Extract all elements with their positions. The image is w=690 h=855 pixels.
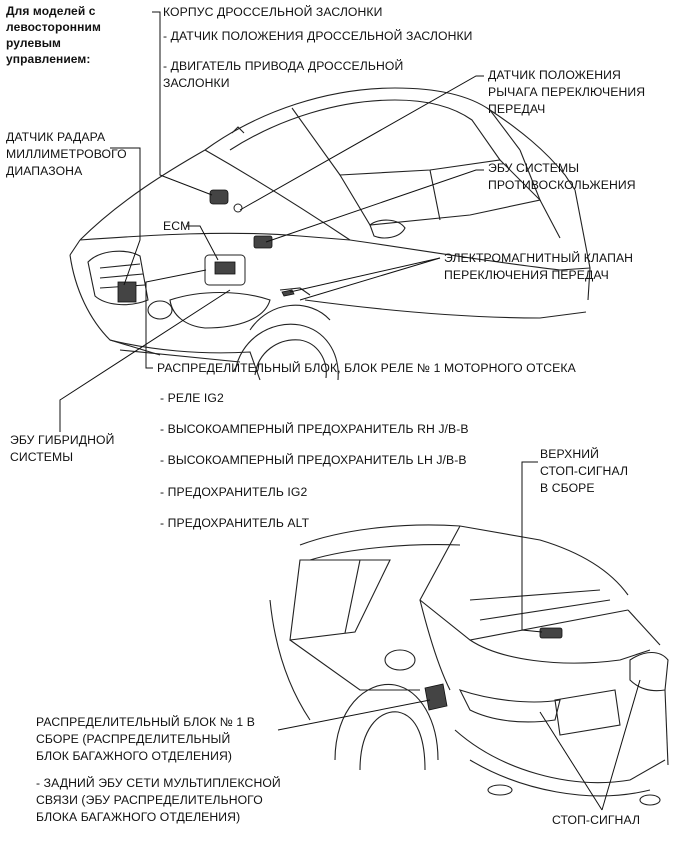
label-millimeter-wave-radar-sensor: ДАТЧИК РАДАРА МИЛЛИМЕТРОВОГО ДИАПАЗОНА [6, 130, 127, 178]
label-lh-jb-fuse: - ВЫСОКОАМПЕРНЫЙ ПРЕДОХРАНИТЕЛЬ LH J/B-B [160, 453, 467, 467]
label-skid-control-ecu: ЭБУ СИСТЕМЫ ПРОТИВОСКОЛЬЖЕНИЯ [488, 161, 636, 192]
label-alt-fuse: - ПРЕДОХРАНИТЕЛЬ ALT [160, 516, 310, 530]
label-shift-lever-position-sensor: ДАТЧИК ПОЛОЖЕНИЯ РЫЧАГА ПЕРЕКЛЮЧЕНИЯ ПЕР… [488, 68, 646, 116]
label-high-mounted-stop-lamp: ВЕРХНИЙ СТОП-СИГНАЛ В СБОРЕ [540, 447, 629, 495]
label-throttle-position-sensor: - ДАТЧИК ПОЛОЖЕНИЯ ДРОССЕЛЬНОЙ ЗАСЛОНКИ [163, 29, 473, 43]
label-luggage-junction-block: РАСПРЕДЕЛИТЕЛЬНЫЙ БЛОК № 1 В СБОРЕ (РАСП… [36, 715, 255, 763]
label-rear-multiplex-ecu: - ЗАДНИЙ ЭБУ СЕТИ МУЛЬТИПЛЕКСНОЙ СВЯЗИ (… [36, 776, 281, 824]
label-throttle-body: КОРПУС ДРОССЕЛЬНОЙ ЗАСЛОНКИ [163, 5, 383, 19]
label-shift-solenoid-valve: ЭЛЕКТРОМАГНИТНЫЙ КЛАПАН ПЕРЕКЛЮЧЕНИЯ ПЕР… [444, 251, 634, 282]
label-engine-room-relay-block: РАСПРЕДЕЛИТЕЛЬНЫЙ БЛОК, БЛОК РЕЛЕ № 1 МО… [157, 361, 576, 375]
label-throttle-control-motor: - ДВИГАТЕЛЬ ПРИВОДА ДРОССЕЛЬНОЙ ЗАСЛОНКИ [163, 59, 404, 90]
leader-lines [59, 11, 641, 811]
label-ig2-fuse: - ПРЕДОХРАНИТЕЛЬ IG2 [160, 485, 308, 499]
lhd-models-note: Для моделей с левосторонним рулевым упра… [6, 4, 101, 66]
label-rh-jb-fuse: - ВЫСОКОАМПЕРНЫЙ ПРЕДОХРАНИТЕЛЬ RH J/B-B [160, 422, 469, 436]
label-ig2-relay: - РЕЛЕ IG2 [160, 391, 224, 405]
label-stop-lamp: СТОП-СИГНАЛ [552, 813, 641, 827]
front-car-illustration [69, 87, 591, 381]
label-ecm: ECM [163, 219, 191, 233]
label-hybrid-vehicle-ecu: ЭБУ ГИБРИДНОЙ СИСТЕМЫ [10, 433, 115, 464]
rear-car-illustration [269, 524, 669, 806]
